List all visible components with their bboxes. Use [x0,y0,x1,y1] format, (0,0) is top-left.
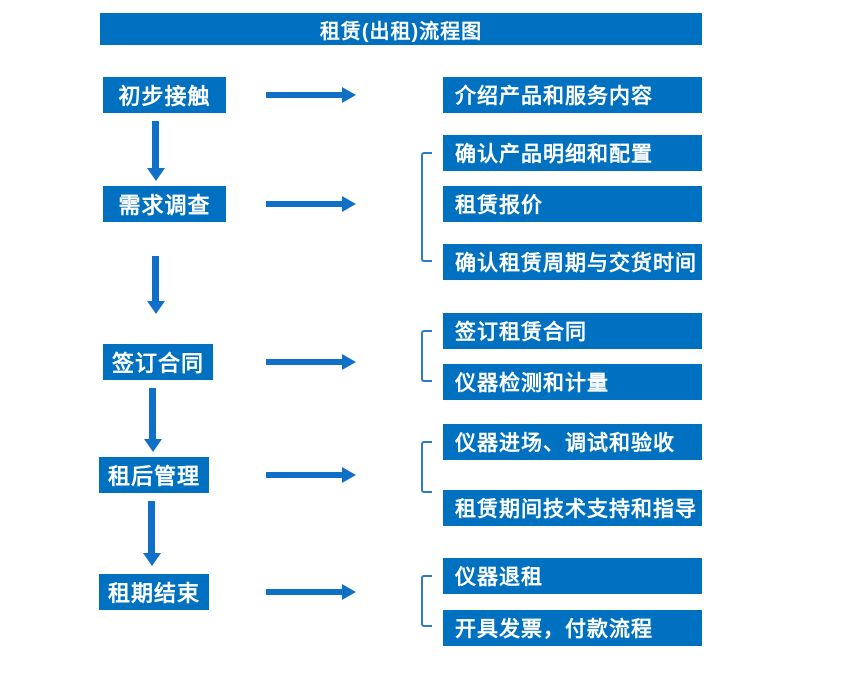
arrow-head [342,87,356,103]
step-box-initial-contact: 初步接触 [103,77,226,113]
detail-box-confirm-period-delivery: 确认租赁周期与交货时间 [443,244,702,280]
arrow-shaft [266,92,343,98]
arrow-shaft [152,256,159,302]
arrow-head [143,553,161,566]
right-arrow-icon [266,196,356,212]
group-bracket [421,441,432,493]
detail-box-instrument-return: 仪器退租 [443,558,702,594]
detail-box-instrument-setup-acceptance: 仪器进场、调试和验收 [443,424,702,460]
group-bracket [421,152,432,262]
group-bracket [421,575,432,627]
detail-box-introduce-products: 介绍产品和服务内容 [443,77,702,113]
right-arrow-icon [266,467,356,483]
arrow-head [342,354,356,370]
right-arrow-icon [266,584,356,600]
step-box-rental-end: 租期结束 [99,574,209,610]
detail-box-sign-rental-contract: 签订租赁合同 [443,313,702,349]
arrow-head [342,467,356,483]
down-arrow-icon [143,501,161,566]
arrow-head [342,584,356,600]
arrow-shaft [266,359,343,365]
step-box-sign-contract: 签订合同 [103,344,213,380]
arrow-head [144,439,162,452]
detail-box-rental-quotation: 租赁报价 [443,186,702,222]
arrow-head [147,168,165,181]
arrow-shaft [266,201,343,207]
arrow-shaft [148,501,155,554]
detail-box-confirm-product-config: 确认产品明细和配置 [443,135,702,171]
step-box-post-rental-management: 租后管理 [99,457,209,493]
arrow-shaft [149,388,156,440]
detail-box-invoice-payment: 开具发票，付款流程 [443,610,702,646]
flowchart-title: 租赁(出租)流程图 [100,13,702,45]
arrow-head [147,301,165,314]
down-arrow-icon [147,121,165,181]
group-bracket [421,330,432,382]
right-arrow-icon [266,354,356,370]
down-arrow-icon [147,256,165,314]
arrow-head [342,196,356,212]
down-arrow-icon [144,388,162,452]
arrow-shaft [152,121,159,169]
arrow-shaft [266,589,343,595]
detail-box-tech-support: 租赁期间技术支持和指导 [443,490,702,526]
detail-box-instrument-testing: 仪器检测和计量 [443,364,702,400]
right-arrow-icon [266,87,356,103]
arrow-shaft [266,472,343,478]
step-box-demand-survey: 需求调查 [103,186,226,222]
